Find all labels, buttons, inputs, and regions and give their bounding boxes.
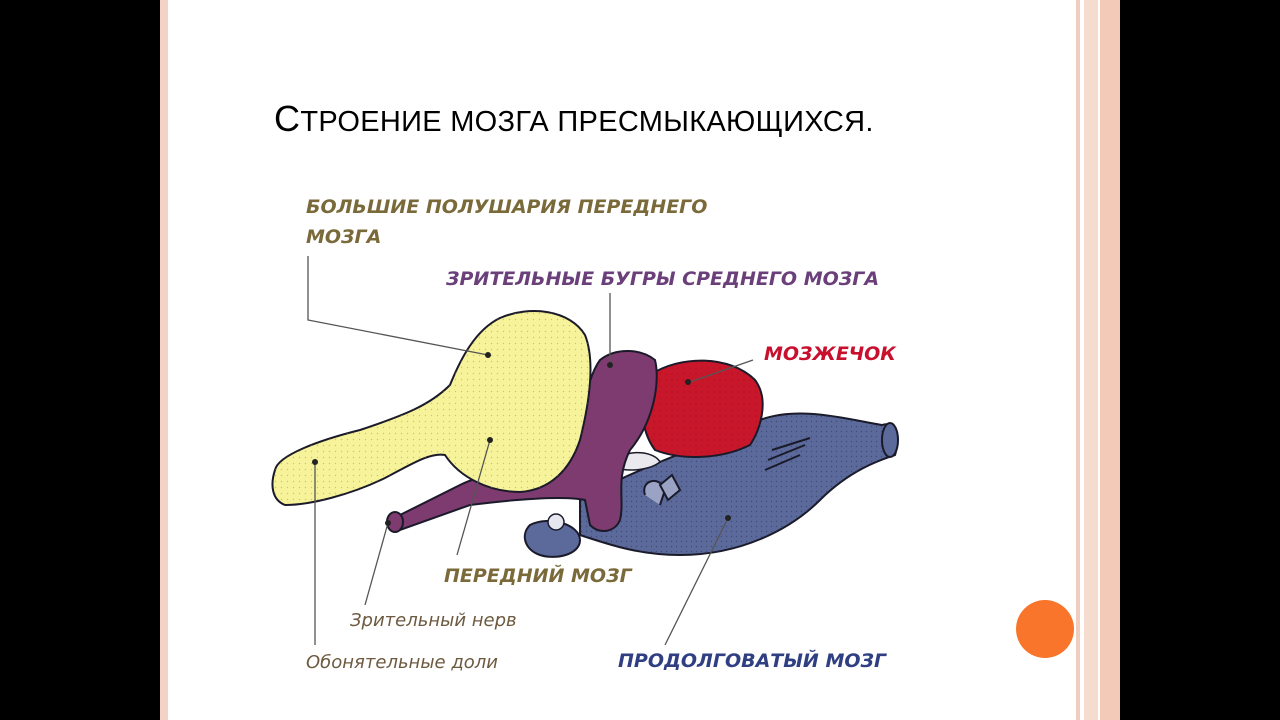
label-olfactory-lobes: Обонятельные доли [306, 652, 498, 673]
slide-border-right-outer [1100, 0, 1120, 720]
slide: СТРОЕНИЕ МОЗГА ПРЕСМЫКАЮЩИХСЯ. [160, 0, 1120, 720]
forebrain-shape [271, 310, 592, 507]
slide-border-left [160, 0, 168, 720]
label-hemispheres-line2: МОЗГА [306, 226, 382, 248]
title-rest: ТРОЕНИЕ МОЗГА ПРЕСМЫКАЮЩИХСЯ. [300, 106, 874, 138]
slide-title: СТРОЕНИЕ МОЗГА ПРЕСМЫКАЮЩИХСЯ. [274, 98, 874, 140]
leader-dots [312, 352, 731, 526]
title-first-letter: С [274, 98, 301, 139]
orange-circle-decoration [1016, 600, 1074, 658]
brain-diagram [271, 256, 899, 646]
leader-lines [307, 256, 754, 646]
label-forebrain: ПЕРЕДНИЙ МОЗГ [444, 565, 632, 587]
leader-forebrain [456, 439, 491, 556]
label-optic-nerve: Зрительный нерв [350, 610, 517, 631]
leader-medulla [664, 517, 729, 646]
label-hemispheres-line1: БОЛЬШИЕ ПОЛУШАРИЯ ПЕРЕДНЕГО [306, 196, 708, 218]
cerebellum-shape [614, 359, 764, 471]
label-cerebellum: МОЗЖЕЧОК [764, 343, 896, 365]
slide-border-right-inner [1084, 0, 1098, 720]
label-medulla: ПРОДОЛГОВАТЫЙ МОЗГ [618, 650, 887, 672]
leader-hemispheres [307, 256, 489, 356]
leader-optic-nerve [364, 522, 389, 606]
label-optic-lobes: ЗРИТЕЛЬНЫЕ БУГРЫ СРЕДНЕГО МОЗГА [446, 268, 880, 290]
slide-border-right [1076, 0, 1080, 720]
leader-cerebellum [689, 359, 754, 383]
